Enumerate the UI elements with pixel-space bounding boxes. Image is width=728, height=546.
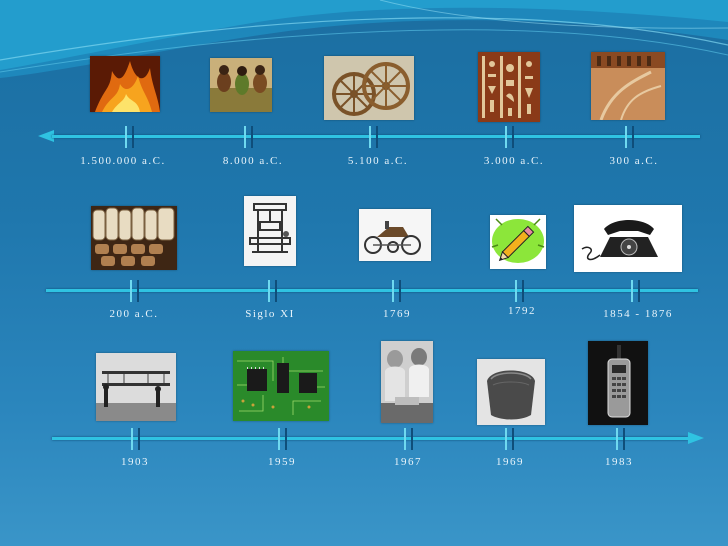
date-label: 200 a.C. (109, 308, 159, 320)
timeline-tick (125, 126, 127, 148)
timeline-tick (623, 428, 625, 450)
surgery-image (381, 341, 433, 423)
date-label: 5.100 a.C. (347, 155, 409, 167)
mobile-phone-image (588, 341, 648, 425)
date-label: 1903 (121, 456, 149, 468)
timeline-tick (268, 280, 270, 302)
date-label: 1792 (508, 305, 536, 317)
date-label: 1983 (605, 456, 633, 468)
timeline-tick (631, 280, 633, 302)
timeline-tick (369, 126, 371, 148)
hieroglyphs-image (478, 52, 540, 122)
telephone-image (574, 205, 682, 272)
pencil-image (490, 215, 546, 269)
farmers-image (210, 58, 272, 112)
date-label: 1854 - 1876 (603, 308, 673, 320)
early-car-image (359, 209, 431, 261)
timeline-tick (632, 126, 634, 148)
fire-image (90, 56, 160, 112)
timeline-line-3 (52, 437, 688, 440)
timeline-tick (137, 280, 139, 302)
circuit-board-image (233, 351, 329, 421)
wheel-image (324, 56, 414, 120)
date-label: 1959 (268, 456, 296, 468)
timeline-tick (404, 428, 406, 450)
timeline-tick (505, 126, 507, 148)
date-label: 1967 (394, 456, 422, 468)
timeline-tick (132, 126, 134, 148)
timeline-tick (285, 428, 287, 450)
date-label: 1969 (496, 456, 524, 468)
timeline-tick (515, 280, 517, 302)
timeline-tick (411, 428, 413, 450)
timeline-tick (130, 280, 132, 302)
timeline-tick (138, 428, 140, 450)
timeline-arrow-left (38, 130, 54, 142)
timeline-tick (638, 280, 640, 302)
date-label: 1.500.000 a.C. (80, 155, 166, 167)
header-wave-decoration (0, 0, 728, 78)
papyrus-image (591, 52, 665, 120)
timeline-tick (275, 280, 277, 302)
timeline-tick (244, 126, 246, 148)
timeline-tick (399, 280, 401, 302)
timeline-tick (616, 428, 618, 450)
date-label: Siglo XI (245, 308, 295, 320)
timeline-tick (392, 280, 394, 302)
timeline-tick (512, 428, 514, 450)
timeline-tick (512, 126, 514, 148)
date-label: 8.000 a.C. (222, 155, 284, 167)
timeline-tick (278, 428, 280, 450)
date-label: 300 a.C. (609, 155, 659, 167)
printing-press-image (244, 196, 296, 266)
timeline-tick (131, 428, 133, 450)
date-label: 3.000 a.C. (483, 155, 545, 167)
airplane-image (96, 353, 176, 421)
timeline-tick (522, 280, 524, 302)
scrolls-image (91, 206, 177, 270)
timeline-tick (505, 428, 507, 450)
timeline-tick (251, 126, 253, 148)
mouse-image (477, 359, 545, 425)
timeline-arrow-right (688, 432, 704, 444)
timeline-line-2 (46, 289, 698, 292)
date-label: 1769 (383, 308, 411, 320)
timeline-tick (625, 126, 627, 148)
timeline-tick (376, 126, 378, 148)
